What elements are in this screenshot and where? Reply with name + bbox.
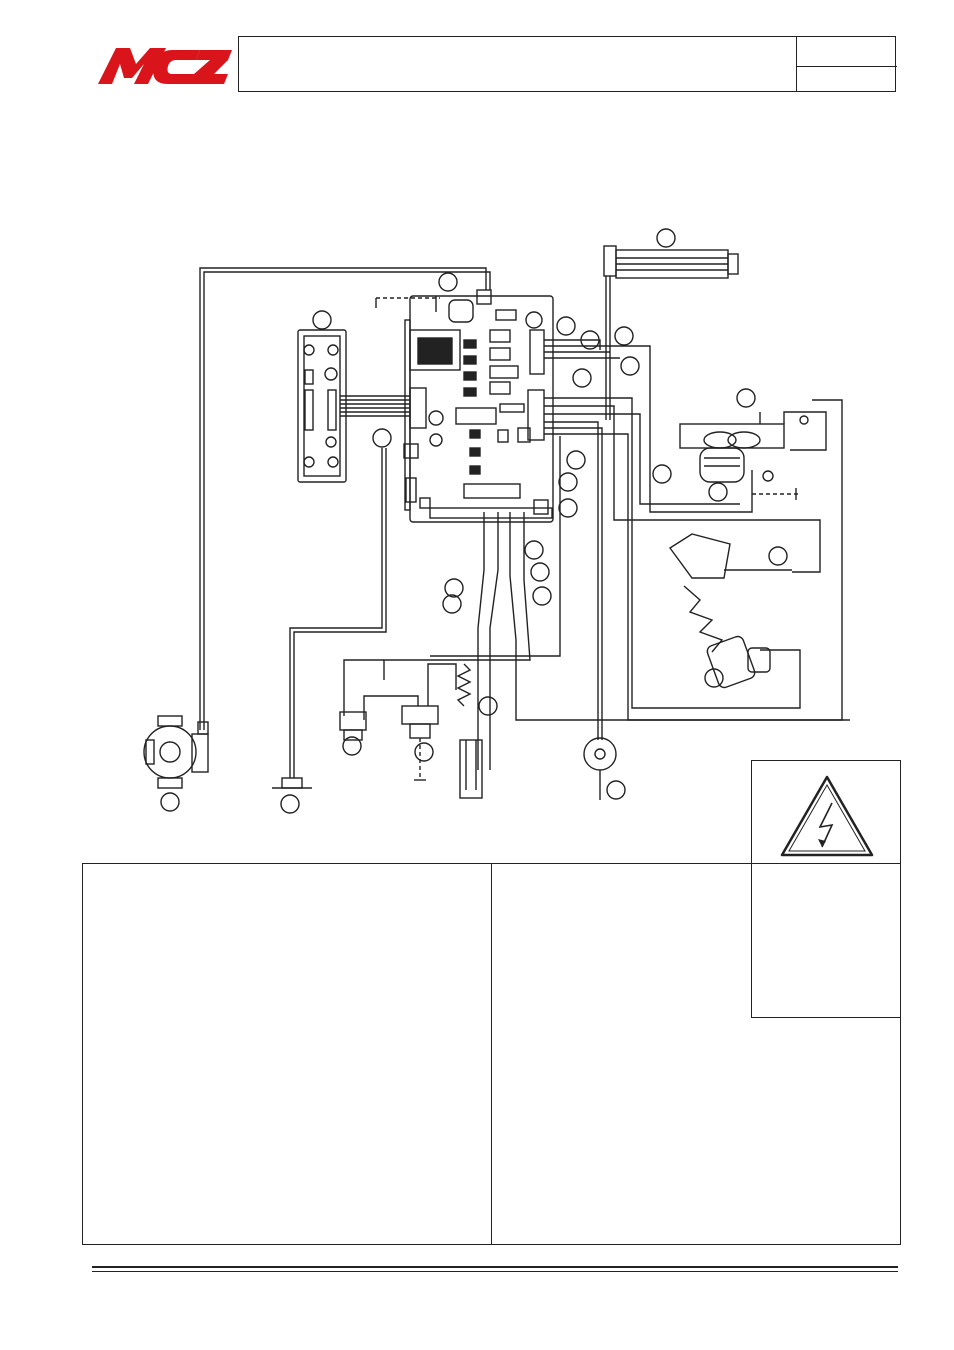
header-code-divider — [796, 66, 897, 67]
igniter — [456, 663, 483, 799]
pressure-switch — [339, 663, 457, 781]
room-probe — [272, 443, 419, 789]
flat-cable — [340, 395, 410, 417]
smoke-probe — [583, 737, 617, 800]
mcz-logo — [98, 48, 232, 84]
control-board — [404, 289, 554, 523]
header-title-box — [238, 36, 897, 92]
header-divider — [796, 37, 797, 91]
smoke-fan — [679, 411, 827, 500]
legend-column-divider — [491, 863, 492, 1245]
warning-box — [751, 760, 901, 1018]
callout-markers — [160, 228, 788, 814]
high-voltage-warning-icon — [780, 775, 874, 857]
footer-rule-thin — [92, 1271, 898, 1272]
auger-motor — [668, 533, 792, 689]
display-panel — [297, 329, 347, 483]
footer-rule — [92, 1266, 898, 1268]
heater-element — [603, 245, 739, 420]
circulation-pump — [143, 715, 209, 789]
